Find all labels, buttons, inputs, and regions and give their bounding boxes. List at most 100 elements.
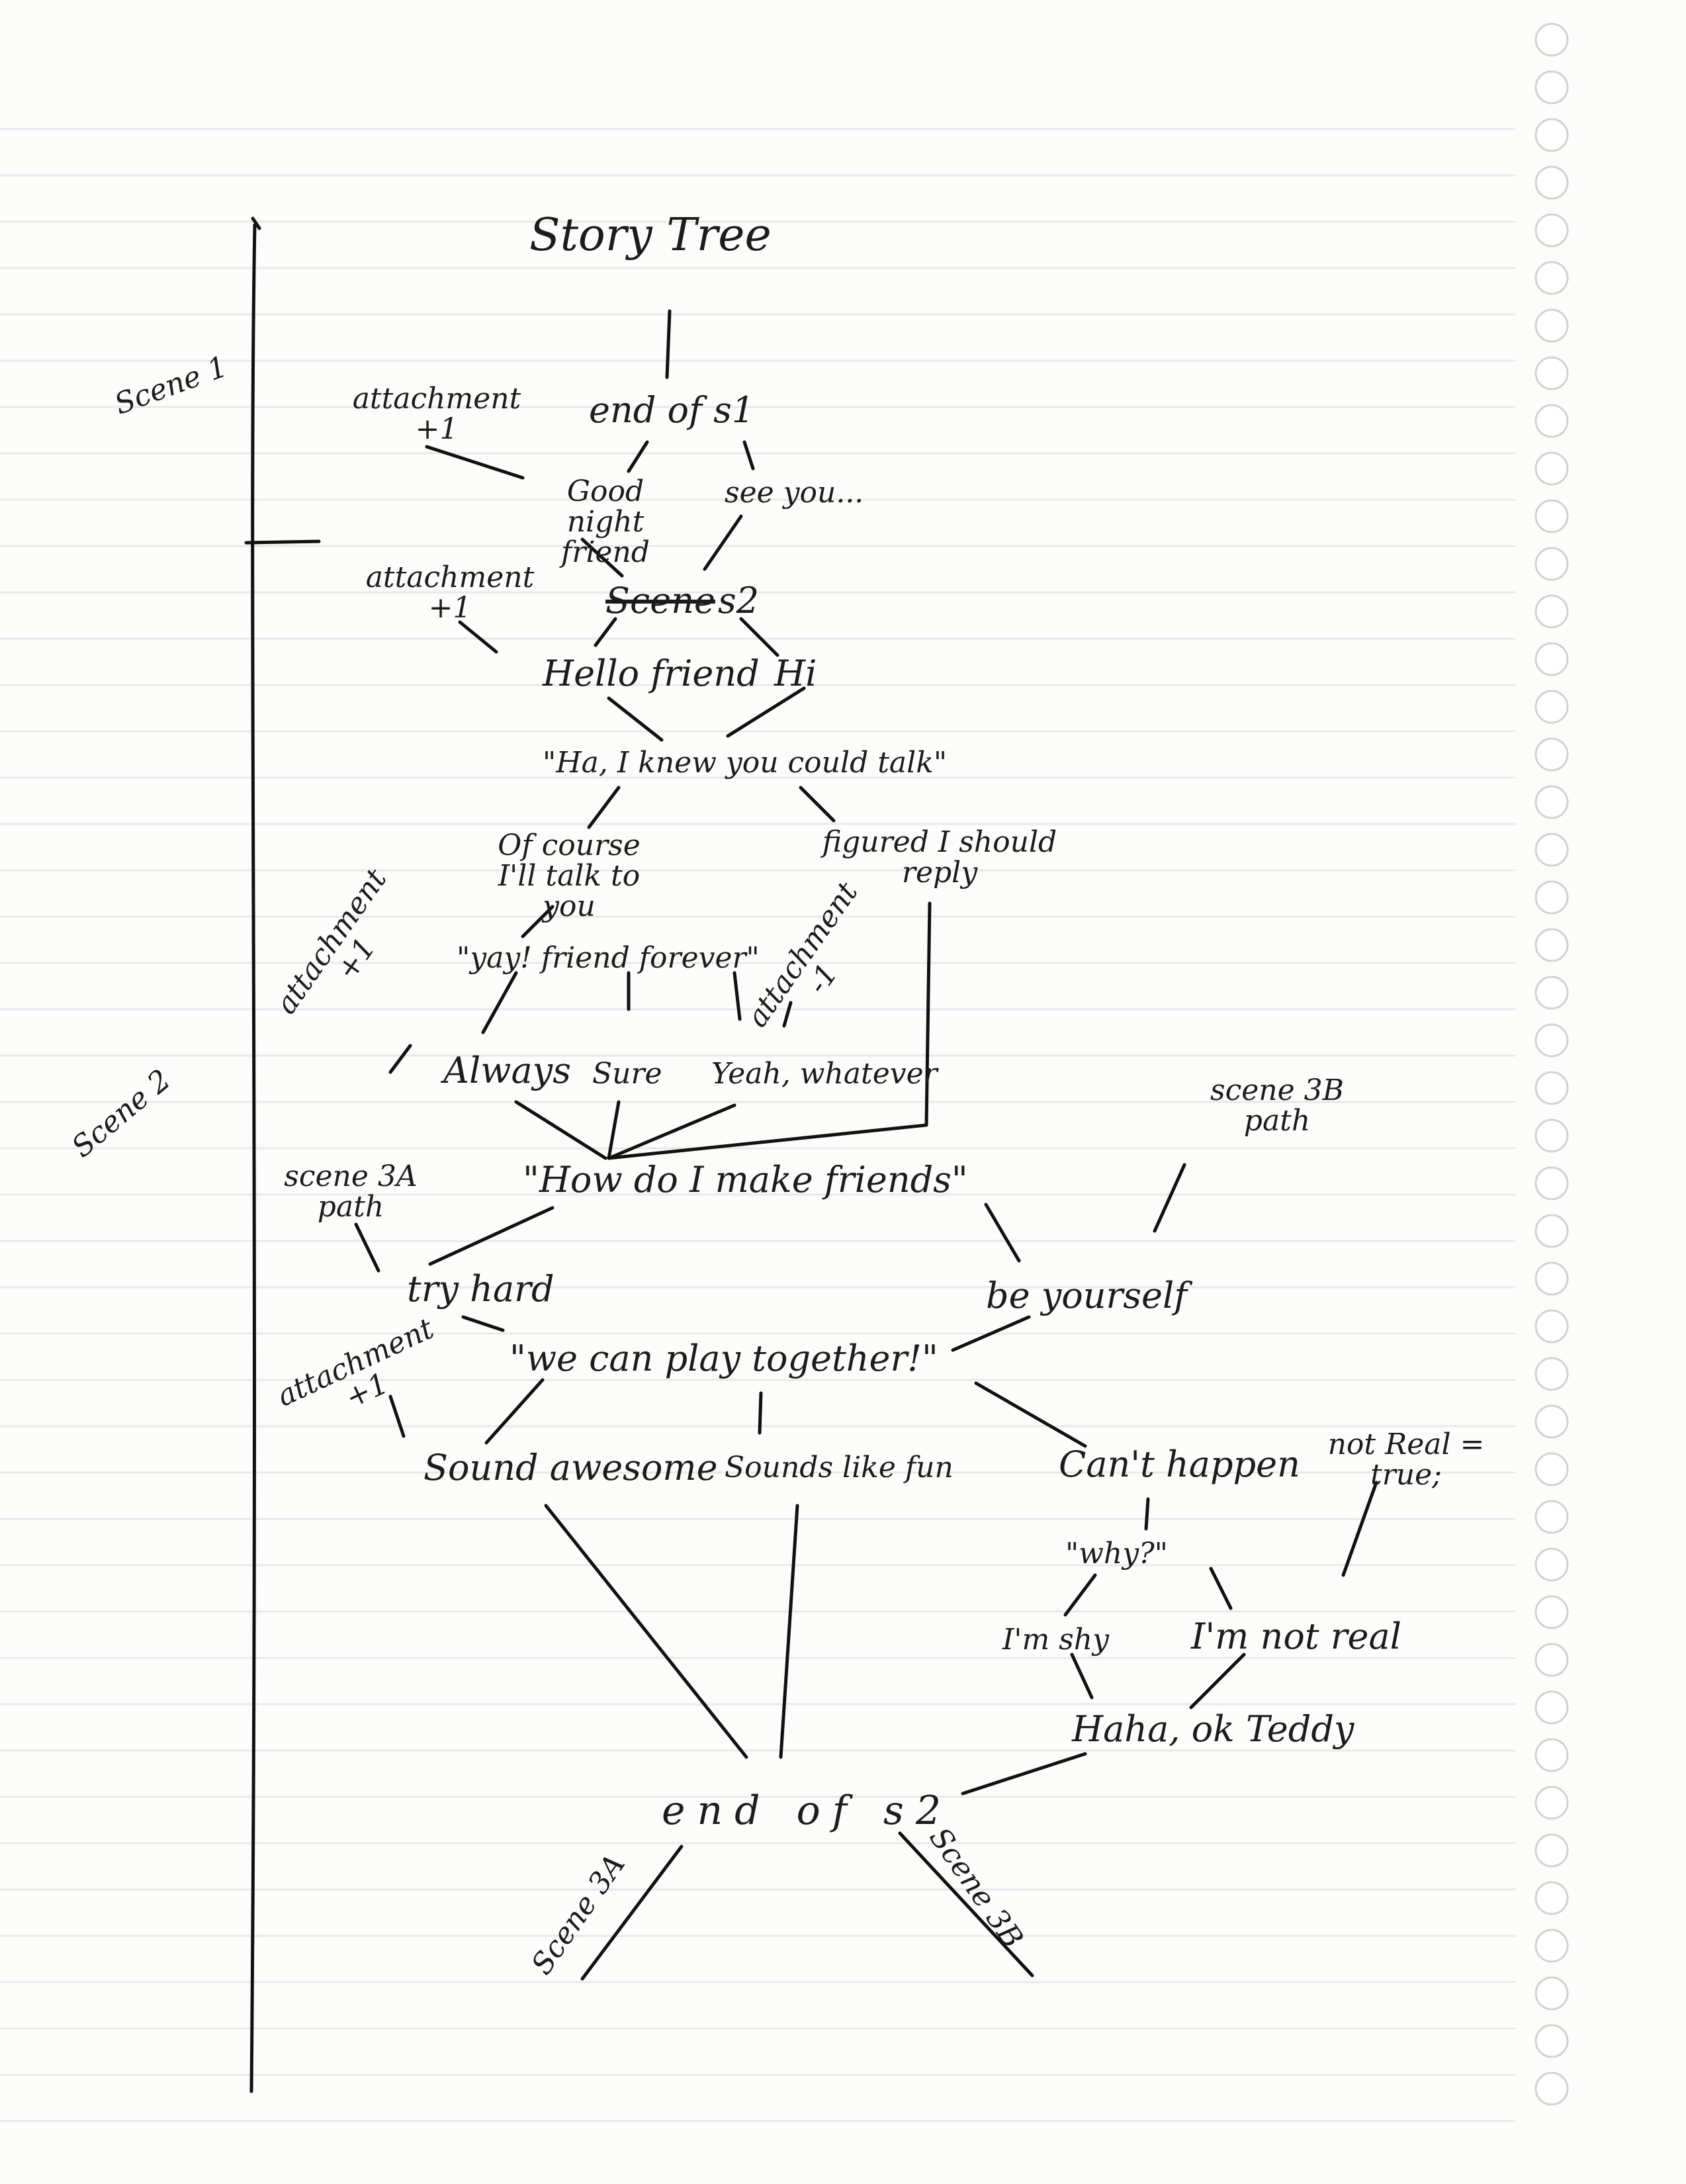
binding-hole	[1534, 1929, 1569, 1963]
att3-arrow	[388, 1044, 412, 1074]
binding-hole	[1534, 2024, 1569, 2058]
edge-always-merge	[514, 1100, 607, 1160]
binding-hole	[1534, 499, 1569, 533]
edge-yay-whatever	[732, 971, 742, 1021]
node-yay-friend-forever: "yay! friend forever"	[457, 941, 760, 975]
binding-hole	[1534, 1738, 1569, 1772]
edge-end1-goodnight	[627, 440, 649, 473]
binding-hole	[1534, 1881, 1569, 1915]
binding-hole	[1534, 451, 1569, 486]
node-of-course: Of course I'll talk to you	[498, 829, 641, 924]
node-hello-friend: Hello friend	[543, 653, 760, 694]
node-haha-ok-teddy: Haha, ok Teddy	[1072, 1708, 1354, 1750]
scene3b-arrow	[1153, 1163, 1186, 1233]
node-always: Always	[443, 1050, 571, 1091]
page-title: Story Tree	[529, 209, 772, 261]
binding-hole	[1534, 1500, 1569, 1534]
edge-end2-3a	[580, 1844, 684, 1981]
att5-arrow	[388, 1394, 406, 1438]
node-see-you: see you...	[725, 476, 864, 510]
binding-hole	[1534, 404, 1569, 438]
node-cant-happen: Can't happen	[1059, 1443, 1300, 1485]
edge-root	[665, 309, 672, 379]
edge-whatever-merge	[610, 1103, 736, 1159]
binding-hole	[1534, 1452, 1569, 1486]
node-im-shy: I'm shy	[1002, 1623, 1109, 1657]
binding-hole	[1534, 1404, 1569, 1439]
att1-arrow	[425, 445, 525, 480]
node-hi: Hi	[774, 653, 817, 694]
binding-hole	[1534, 642, 1569, 676]
binding-hole	[1534, 261, 1569, 295]
edge-hello-knew	[607, 696, 664, 742]
edge-why-shy	[1063, 1573, 1097, 1617]
scene-divider-top	[251, 216, 261, 230]
node-yeah-whatever: Yeah, whatever	[711, 1057, 938, 1091]
binding-hole	[1534, 118, 1569, 152]
binding-hole	[1534, 690, 1569, 724]
annotation-not-real-true: not Real = true;	[1327, 1428, 1485, 1492]
att2-arrow	[458, 620, 498, 654]
annotation-attachment-2: attachment +1	[365, 561, 535, 625]
binding-hole	[1534, 737, 1569, 772]
edge-makefriends-tryhard	[428, 1206, 555, 1266]
node-s2: s2	[718, 580, 760, 621]
edge-ofcourse-yay	[521, 905, 555, 938]
binding-hole	[1534, 1261, 1569, 1296]
edge-figured-merge	[607, 901, 932, 1160]
edge-hi-knew	[726, 686, 806, 738]
edge-s2-hello	[594, 617, 617, 647]
scene3a-arrow	[354, 1222, 380, 1273]
binding-hole	[1534, 213, 1569, 248]
edge-knew-ofcourse	[587, 786, 621, 829]
edge-play-sound	[484, 1378, 545, 1445]
node-we-can-play-together: "we can play together!"	[510, 1338, 938, 1379]
edge-haha-end2	[961, 1752, 1087, 1796]
scene-divider-mid	[244, 539, 321, 545]
edge-makefriends-beyourself	[984, 1203, 1021, 1263]
binding-hole	[1534, 594, 1569, 629]
binding-hole	[1534, 1071, 1569, 1105]
node-knew-you-could-talk: "Ha, I knew you could talk"	[543, 746, 948, 780]
binding-hole	[1534, 1833, 1569, 1868]
node-be-yourself: be yourself	[986, 1275, 1188, 1316]
binding-hole	[1534, 70, 1569, 105]
binding-hole	[1534, 165, 1569, 200]
edge-beyourself-play	[951, 1315, 1031, 1352]
node-im-not-real: I'm not real	[1191, 1615, 1401, 1657]
edge-notreal-haha	[1189, 1653, 1246, 1709]
binding-hole	[1534, 308, 1569, 343]
binding-hole	[1534, 1309, 1569, 1343]
binding-hole	[1534, 2071, 1569, 2106]
node-sounds-like-fun: Sounds like fun	[725, 1451, 954, 1484]
edge-why-notreal	[1209, 1567, 1233, 1610]
binding-hole	[1534, 880, 1569, 915]
binding-hole	[1534, 1023, 1569, 1058]
node-sure: Sure	[592, 1057, 662, 1091]
edge-sure-merge	[607, 1100, 621, 1160]
att4-arrow	[782, 1001, 793, 1028]
binding-hole	[1534, 833, 1569, 867]
binding-hole	[1534, 1166, 1569, 1201]
edge-seeyou-s2	[703, 514, 743, 571]
edge-play-soundsfun	[758, 1391, 763, 1435]
edge-goodnight-s2	[580, 537, 624, 578]
edge-cant-why	[1144, 1497, 1150, 1531]
binding-hole	[1534, 1643, 1569, 1677]
node-why: "why?"	[1065, 1537, 1168, 1570]
edge-soundsfun-end2	[779, 1504, 799, 1759]
binding-hole	[1534, 1976, 1569, 2011]
notreal-arrow	[1341, 1480, 1378, 1577]
binding-hole	[1534, 928, 1569, 962]
edge-s2-hi	[739, 617, 779, 657]
edge-end2-3b	[898, 1831, 1034, 1978]
annotation-scene-3b-path: scene 3B path	[1210, 1073, 1344, 1138]
node-end-of-s1: end of s1	[589, 389, 755, 431]
node-how-do-i-make-friends: "How do I make friends"	[523, 1159, 968, 1201]
binding-hole	[1534, 785, 1569, 819]
node-good-night-friend: Good night friend	[561, 475, 650, 570]
margin-line	[249, 223, 257, 2093]
